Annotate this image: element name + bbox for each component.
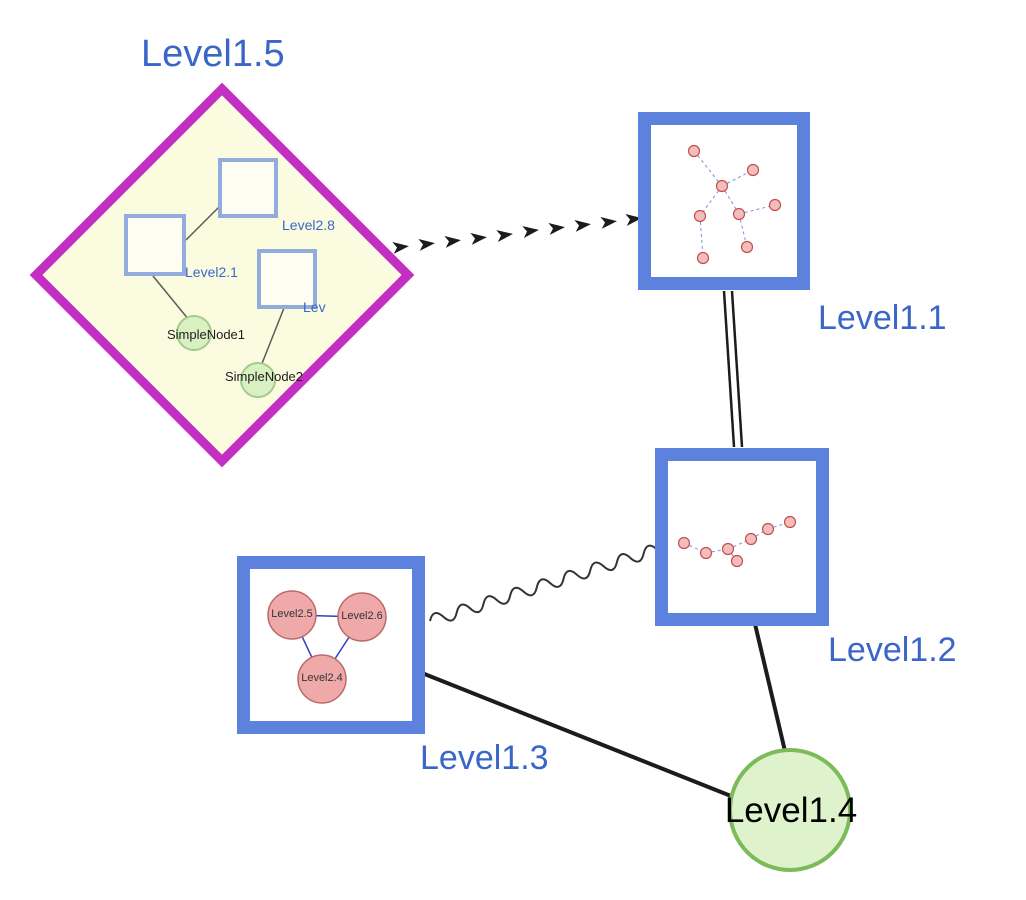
- mini-node[interactable]: [699, 546, 713, 560]
- edge-level1-2-to-level1-4: [753, 623, 791, 769]
- node-level1-1-box[interactable]: [638, 112, 810, 290]
- edge-level1-1-to-level1-2-line-a: [722, 290, 736, 448]
- node-level1-1-label: Level1.1: [818, 299, 947, 337]
- mini-nodes: [687, 144, 782, 265]
- node-level1-3-box[interactable]: [237, 556, 425, 734]
- mini-node[interactable]: [730, 554, 744, 568]
- mini-node[interactable]: [715, 179, 729, 193]
- node-level2-6-shape[interactable]: [337, 592, 387, 642]
- node-level2-5-label: Level2.5: [271, 608, 313, 620]
- mini-node[interactable]: [761, 522, 775, 536]
- node-simplenode2-shape[interactable]: [240, 362, 276, 398]
- mini-edge: [699, 215, 704, 259]
- mini-nodes: [677, 515, 797, 568]
- mini-node[interactable]: [721, 542, 735, 556]
- level1-3-thumbnail-graph: [267, 590, 387, 704]
- mini-node[interactable]: [746, 163, 760, 177]
- node-level1-4-label: Level1.4: [724, 791, 858, 830]
- mini-node[interactable]: [677, 536, 691, 550]
- node-level1-2-label: Level1.2: [828, 631, 957, 669]
- node-level2-4-label: Level2.4: [301, 672, 343, 684]
- node-level2-1-label: Level2.1: [185, 264, 238, 280]
- node-lev-label: Lev: [303, 299, 326, 315]
- node-level1-4-shape[interactable]: [728, 748, 852, 872]
- mini-edges: [693, 150, 776, 259]
- mini-edge: [738, 204, 776, 215]
- mini-node[interactable]: [732, 207, 746, 221]
- mini-edge: [693, 150, 723, 187]
- edge-level1-5-to-level1-1-dashed-arrow: [392, 213, 642, 254]
- level1-1-thumbnail-graph: [687, 144, 782, 265]
- mini-node[interactable]: [740, 240, 754, 254]
- edge-level1-3-to-level1-4: [421, 671, 747, 804]
- mini-node[interactable]: [687, 144, 701, 158]
- edge-level1-1-to-level1-2-line-b: [730, 290, 744, 448]
- node-level1-2-box[interactable]: [655, 448, 829, 626]
- node-level1-5-label: Level1.5: [141, 33, 285, 75]
- node-simplenode1-shape[interactable]: [176, 315, 212, 351]
- node-level2-8-label: Level2.8: [282, 217, 335, 233]
- node-level2-1-shape[interactable]: [124, 214, 186, 276]
- node-lev-shape[interactable]: [257, 249, 317, 309]
- mini-edge: [699, 185, 723, 217]
- node-level2-5-shape[interactable]: [267, 590, 317, 640]
- level1-2-thumbnail-graph: [677, 515, 797, 568]
- edge-level1-3-to-level1-2-wavy: [429, 544, 658, 622]
- mini-node[interactable]: [783, 515, 797, 529]
- edge-level1-3-to-level1-2-wavy-group: [429, 544, 658, 622]
- node-level2-8-shape[interactable]: [218, 158, 278, 218]
- node-level1-3-label: Level1.3: [420, 739, 549, 777]
- mini-node[interactable]: [696, 251, 710, 265]
- node-simplenode2-label: SimpleNode2: [224, 369, 304, 384]
- node-level2-4-shape[interactable]: [297, 654, 347, 704]
- node-simplenode1-label: SimpleNode1: [166, 327, 246, 342]
- level2-nodes: [267, 590, 387, 704]
- mini-node[interactable]: [693, 209, 707, 223]
- mini-node[interactable]: [768, 198, 782, 212]
- mini-node[interactable]: [744, 532, 758, 546]
- node-level2-6-label: Level2.6: [341, 610, 383, 622]
